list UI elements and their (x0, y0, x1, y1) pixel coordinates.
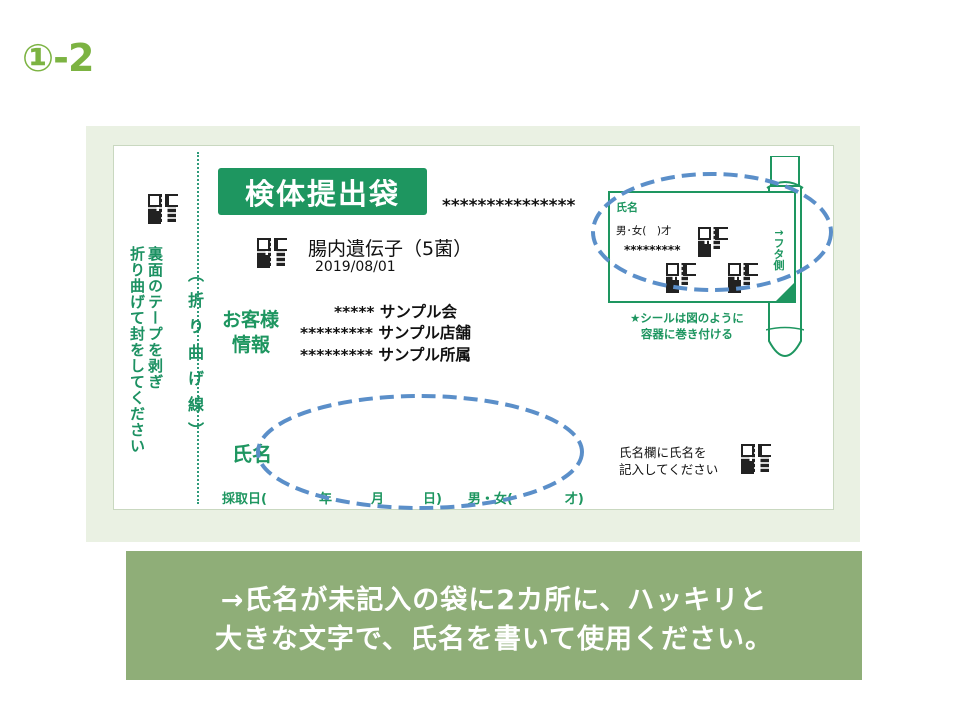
peel-instruction-col1: 裏面のテープを剥ぎ (146, 246, 164, 390)
qr-code-icon (666, 263, 688, 285)
qr-code-icon (728, 263, 750, 285)
fold-dotted-line (197, 152, 199, 504)
name-seal-sticker: 氏名 男･女( )才 ********* (608, 191, 796, 303)
bag-title-banner: 検体提出袋 (218, 168, 427, 215)
customer-line-1: ***** サンプル会 (334, 303, 457, 321)
name-note-line2: 記入してください (619, 462, 719, 477)
customer-line-2: ********* サンプル店舗 (300, 324, 471, 342)
masked-id-top: *************** (442, 196, 576, 216)
seal-note-line1: ★シールは図のように (630, 311, 744, 325)
peel-instruction-col2: 折り曲げて封をしてください (128, 246, 146, 454)
customer-info-label-1: お客様 (222, 309, 280, 331)
cap-side-label: ↑フタ側 (772, 228, 785, 271)
qr-code-icon (698, 227, 720, 249)
qr-code-icon (148, 194, 176, 222)
seal-gender-age: 男･女( )才 (616, 225, 672, 237)
collection-date-row: 採取日( 年 月 日) 男・女( 才) (222, 492, 584, 507)
specimen-bag-label: 裏面のテープを剥ぎ 折り曲げて封をしてください （折り曲げ線） 検体提出袋 **… (113, 145, 834, 510)
caption-line1: →氏名が未記入の袋に2カ所に、ハッキリと (220, 585, 768, 616)
name-field-label: 氏名 (232, 442, 272, 466)
caption-line2: 大きな文字で、氏名を書いて使用ください。 (214, 624, 774, 655)
customer-info-label-2: 情報 (232, 334, 271, 356)
instruction-caption: →氏名が未記入の袋に2カ所に、ハッキリと 大きな文字で、氏名を書いて使用ください… (126, 551, 862, 680)
qr-code-icon (257, 238, 285, 266)
seal-note-line2: 容器に巻き付ける (640, 327, 733, 341)
seal-name-label: 氏名 (616, 201, 638, 214)
customer-line-3: ********* サンプル所属 (300, 346, 471, 364)
seal-masked-id: ********* (624, 243, 681, 257)
qr-code-icon (741, 444, 769, 472)
fold-line-label: （折り曲げ線） (185, 266, 204, 448)
test-date: 2019/08/01 (315, 259, 396, 275)
name-note-line1: 氏名欄に氏名を (619, 445, 707, 460)
seal-note: ★シールは図のように 容器に巻き付ける (630, 310, 744, 342)
seal-corner-mark (776, 283, 794, 301)
test-name: 腸内遺伝子（5菌） (308, 238, 473, 260)
slide-title: ①-2 (22, 36, 94, 80)
